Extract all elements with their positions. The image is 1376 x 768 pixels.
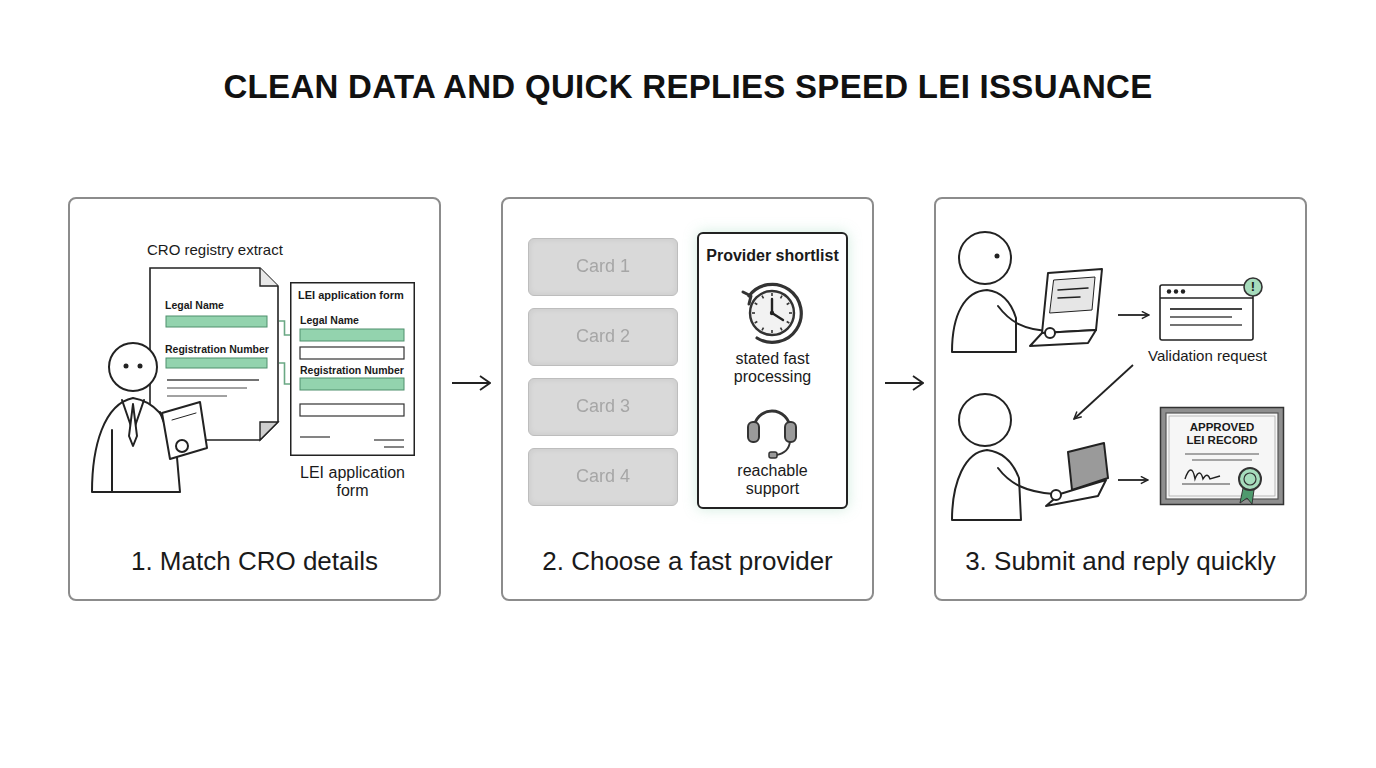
certificate-title: APPROVED LEI RECORD [1182,421,1262,447]
shortlist-box-outline-part [770,311,774,315]
certificate-outline-part [1169,416,1275,496]
feature-label: reachable support [716,462,829,498]
form-caption: LEI application form [290,464,415,500]
certificate-outline-part [1185,470,1220,479]
application-form-outline-part [374,439,404,440]
shortlist-box-outline-part [749,284,801,342]
application-form-outline-part [384,446,404,447]
application-form: LEI application formLegal NameRegistrati… [290,282,415,504]
shortlist-box-outline-part [748,422,759,442]
step-arrow [885,382,923,384]
shortlist-box-outline-part [752,312,755,314]
shortlist-box-outline-part [787,303,790,305]
application-form-outline-part [300,436,330,437]
provider-card: Card 1 [528,238,678,296]
shortlist-box-outline-part [771,330,773,333]
card-label: Card 1 [529,256,677,277]
shortlist-heading: Provider shortlist [699,247,846,265]
document-heading: CRO registry extract [147,241,283,258]
step-arrow [452,382,490,384]
shortlist-box-outline-part [762,328,764,331]
provider-card: Card 3 [528,378,678,436]
shortlist-box-outline-part [743,292,751,304]
application-form-outline-part [291,283,415,456]
shortlist-box-outline-part [776,441,790,455]
application-form-outline-part [300,347,404,359]
shortlist-box-outline-part [789,312,792,314]
step-caption: 2. Choose a fast provider [503,547,872,577]
provider-card: Card 4 [528,448,678,506]
form-heading: LEI application form [298,289,404,302]
certificate-outline-part [1182,484,1230,485]
feature-label: stated fast processing [716,350,829,386]
registry-document: CRO registry extractLegal NameRegistrati… [147,238,279,442]
certificate-outline-part [1185,454,1259,455]
diagram-title: CLEAN DATA AND QUICK REPLIES SPEED LEI I… [0,68,1376,106]
shortlist-box: Provider shortlist stated fast processing… [697,232,848,509]
card-label: Card 4 [529,466,677,487]
certificate: APPROVED LEI RECORD [1160,407,1284,505]
browser-window-outline-part [1174,289,1178,293]
step-panel: 2. Choose a fast provider Card 1 Card 2 Car… [501,197,874,601]
window-caption: Validation request [1140,347,1275,364]
certificate-outline-part [1192,460,1252,461]
browser-window-outline-part [1244,278,1262,296]
shortlist-box-outline-part [785,422,796,442]
registry-document-outline-part [150,268,278,440]
provider-card: Card 2 [528,308,678,366]
browser-window-outline-part [1160,297,1253,298]
step-panel: 3. Submit and reply quickly Validation re… [934,197,1307,601]
shortlist-box-outline-part [762,296,764,299]
field-label: Legal Name [165,299,224,311]
application-form-outline-part [300,329,404,341]
shortlist-box-outline-part [781,328,783,331]
shortlist-box-outline-part [755,322,758,324]
shortlist-box-outline-part [769,452,777,458]
registry-document-outline-part [166,358,267,368]
registry-document-outline [147,238,279,442]
certificate-outline-part [1166,413,1278,499]
field-label: Registration Number [165,343,269,355]
application-form-outline-part [300,404,404,416]
shortlist-box-outline-part [787,322,790,324]
shortlist-box-outline-part [771,293,773,296]
registry-document-outline-part [167,388,247,389]
certificate-outline-part [1161,408,1284,505]
step-caption: 1. Match CRO details [70,547,439,577]
registry-document-outline-part [166,316,267,327]
field-label: Registration Number [300,364,404,376]
shortlist-box-outline-part [781,296,783,299]
card-label: Card 2 [529,326,677,347]
certificate-outline-part [1244,473,1256,485]
browser-window-outline-part [1167,289,1171,293]
browser-window-outline-part [1170,308,1242,310]
shortlist-box-outline-part [755,303,758,305]
step-panel: 1. Match CRO details CRO registry extract… [68,197,441,601]
step-caption: 3. Submit and reply quickly [936,547,1305,577]
card-label: Card 3 [529,396,677,417]
shortlist-box-outline-part [750,291,794,335]
browser-window-outline-part [1160,285,1253,340]
browser-window-outline-part [1170,316,1232,317]
application-form-outline-part [300,378,404,390]
registry-document-outline-part [260,268,278,286]
certificate-outline-part [1239,468,1261,490]
registry-document-outline-part [260,422,278,440]
browser-window-outline-part [1181,289,1185,293]
alert-mark: ! [1247,279,1259,294]
registry-document-outline-part [167,396,227,397]
field-label: Legal Name [300,314,359,326]
browser-window-outline-part [1170,324,1242,325]
registry-document-outline-part [167,379,259,380]
